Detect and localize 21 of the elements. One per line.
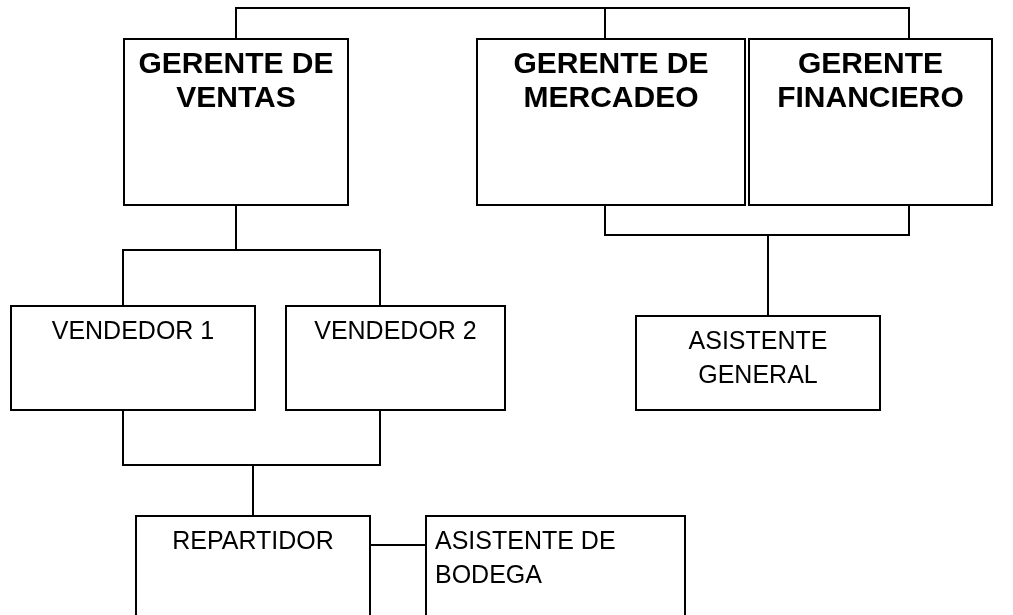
org-box (285, 305, 506, 411)
position-title: VENDEDOR 1 (51, 315, 215, 346)
position-title: VENDEDOR 2 (314, 315, 477, 346)
org-box (635, 315, 881, 411)
position-title: REPARTIDOR (172, 525, 334, 556)
org-box (748, 38, 993, 206)
position-title: GERENTE DE VENTAS (137, 46, 335, 114)
org-box (476, 38, 746, 206)
position-title: ASISTENTE GENERAL (687, 325, 829, 390)
connector-line (370, 544, 426, 546)
position-title: GERENTE FINANCIERO (776, 46, 965, 114)
position-title: GERENTE DE MERCADEO (512, 46, 710, 114)
org-box (10, 305, 256, 411)
org-box (135, 515, 371, 615)
position-title: ASISTENTE DE BODEGA (435, 525, 617, 590)
org-box (425, 515, 686, 615)
connector-line (767, 205, 910, 316)
org-box (123, 38, 349, 206)
connector-line (252, 410, 381, 516)
connector-line (235, 205, 381, 306)
connector-line (235, 7, 910, 39)
